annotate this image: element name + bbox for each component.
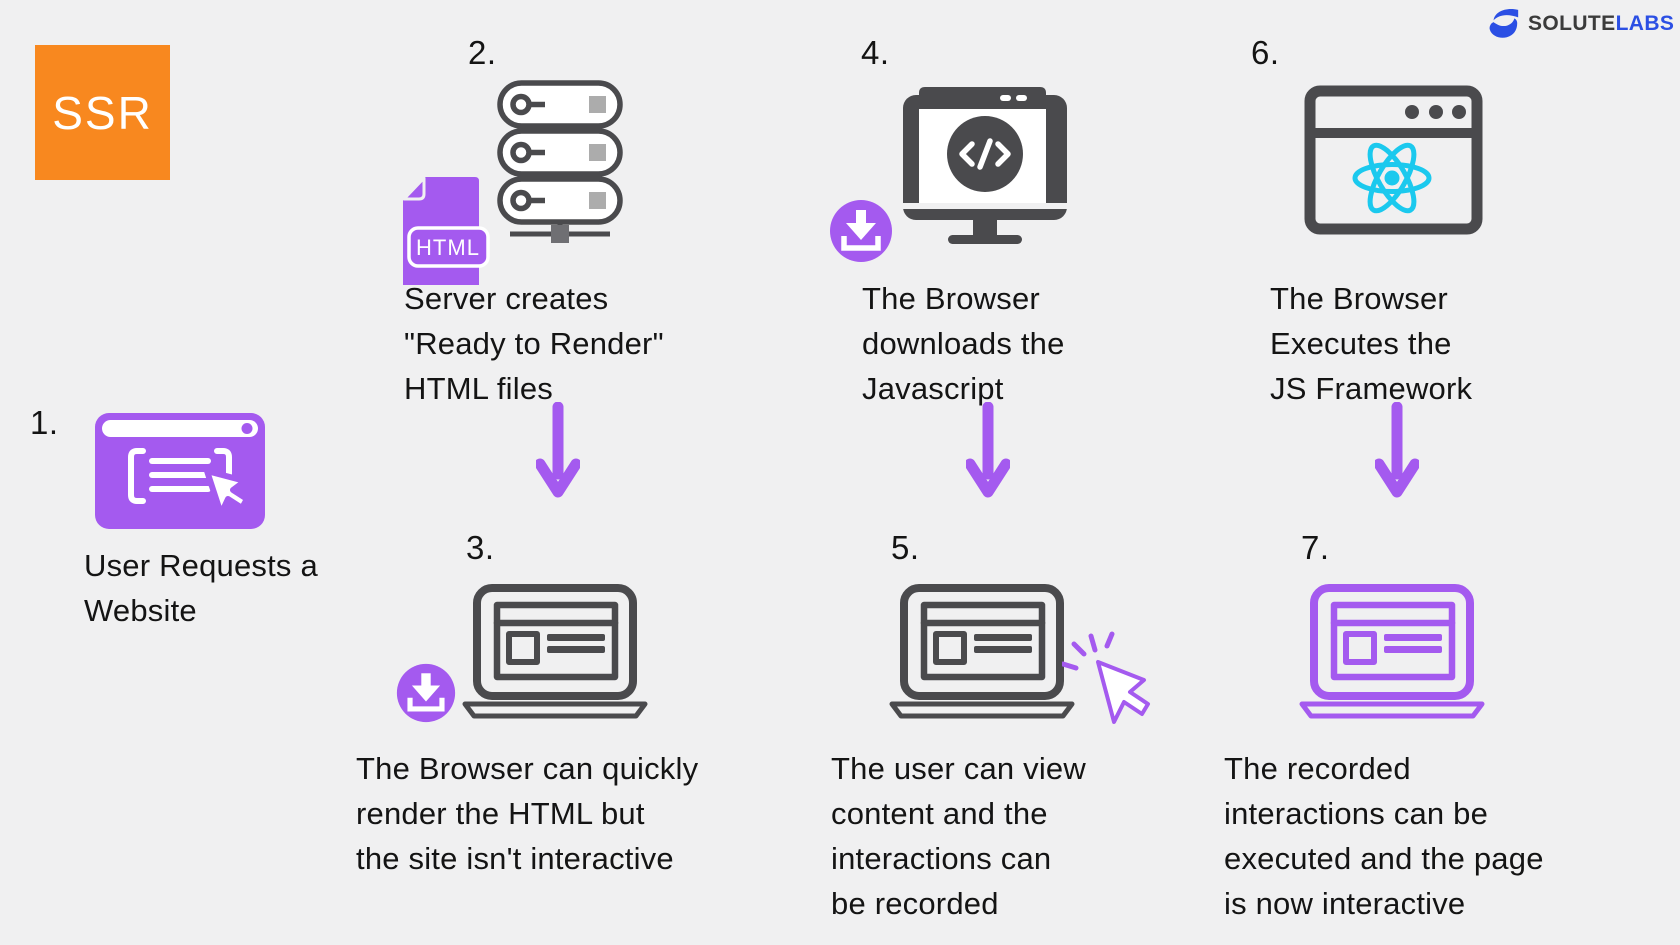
step-6-number: 6. <box>1251 34 1280 71</box>
laptop-click-icon <box>889 584 1075 719</box>
solutelabs-logo: SOLUTELABS <box>1487 6 1674 42</box>
html-file-label: HTML <box>416 235 480 260</box>
solutelabs-wordmark: SOLUTELABS <box>1528 12 1674 36</box>
down-arrow-icon <box>1375 402 1419 498</box>
step-6-caption: The Browser Executes the JS Framework <box>1270 281 1473 406</box>
download-badge-icon <box>396 663 456 723</box>
laptop-download-icon <box>462 584 648 719</box>
code-brackets-icon <box>959 138 1011 170</box>
step-3-caption: The Browser can quickly render the HTML … <box>356 751 699 876</box>
html-file-icon: HTML <box>402 176 490 285</box>
step-4-number: 4. <box>861 34 890 71</box>
ssr-badge: SSR <box>35 45 170 180</box>
laptop-interactive-icon <box>1299 584 1485 719</box>
step-5-number: 5. <box>891 529 920 566</box>
step-1-caption: User Requests a Website <box>84 548 318 628</box>
step-1-number: 1. <box>30 404 59 441</box>
down-arrow-icon <box>966 402 1010 498</box>
step-7-number: 7. <box>1301 529 1330 566</box>
step-7-caption: The recorded interactions can be execute… <box>1224 751 1544 921</box>
down-arrow-icon <box>536 402 580 498</box>
cursor-icon <box>204 468 250 517</box>
network-node-icon <box>510 222 610 243</box>
cursor-click-icon <box>1062 631 1150 724</box>
browser-request-icon <box>95 413 265 529</box>
react-logo-icon <box>1352 142 1432 214</box>
logo-text-labs: LABS <box>1615 12 1675 35</box>
logo-text-solute: SOLUTE <box>1528 12 1616 35</box>
step-5-caption: The user can view content and the intera… <box>831 751 1086 921</box>
step-3-number: 3. <box>466 529 495 566</box>
step-4-caption: The Browser downloads the Javascript <box>862 281 1065 406</box>
browser-react-icon <box>1304 85 1483 235</box>
step-2-number: 2. <box>468 34 497 71</box>
server-icon <box>497 80 623 243</box>
solutelabs-icon <box>1489 9 1519 38</box>
ssr-label: SSR <box>52 86 153 139</box>
step-2-caption: Server creates "Ready to Render" HTML fi… <box>404 281 664 406</box>
download-badge-icon <box>830 200 892 262</box>
monitor-code-download-icon <box>903 87 1067 244</box>
